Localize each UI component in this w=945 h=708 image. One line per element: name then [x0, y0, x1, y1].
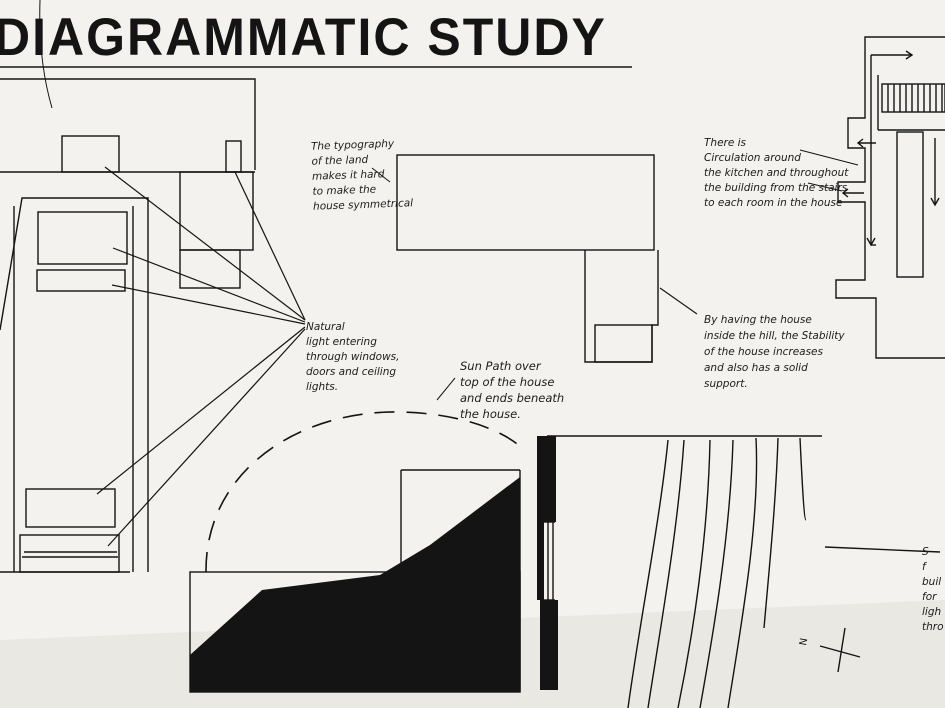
note-circulation: There is Circulation around the kitchen …: [704, 137, 849, 209]
sun-path-leader: [436, 377, 456, 401]
note-natural-light: Natural light entering through windows, …: [306, 321, 400, 393]
note-partial-right: S f buil for ligh thro: [922, 546, 944, 633]
window-low: [36, 269, 126, 292]
light-leader-lines: [96, 166, 306, 547]
plan-block-drawing: [371, 154, 698, 363]
left-elevation-drawing: [0, 78, 256, 573]
compass-symbol: [819, 627, 861, 673]
sun-path-arc: [205, 411, 523, 573]
pencil-stroke: [39, 0, 53, 109]
window-large: [37, 211, 128, 265]
hill-section-drawing: [540, 435, 941, 708]
compass-label: N: [798, 637, 810, 646]
door-panel: [25, 488, 116, 528]
note-stability: By having the house inside the hill, the…: [704, 314, 845, 390]
circulation-plan-drawing: [799, 36, 945, 359]
hill-mass-right: [537, 436, 558, 690]
note-sun-path: Sun Path over top of the house and ends …: [460, 359, 565, 421]
page-title: DIAGRAMMATIC STUDY: [0, 7, 607, 67]
ground-mass-section: [190, 477, 520, 692]
note-typography: The typography of the land makes it hard…: [310, 137, 414, 213]
